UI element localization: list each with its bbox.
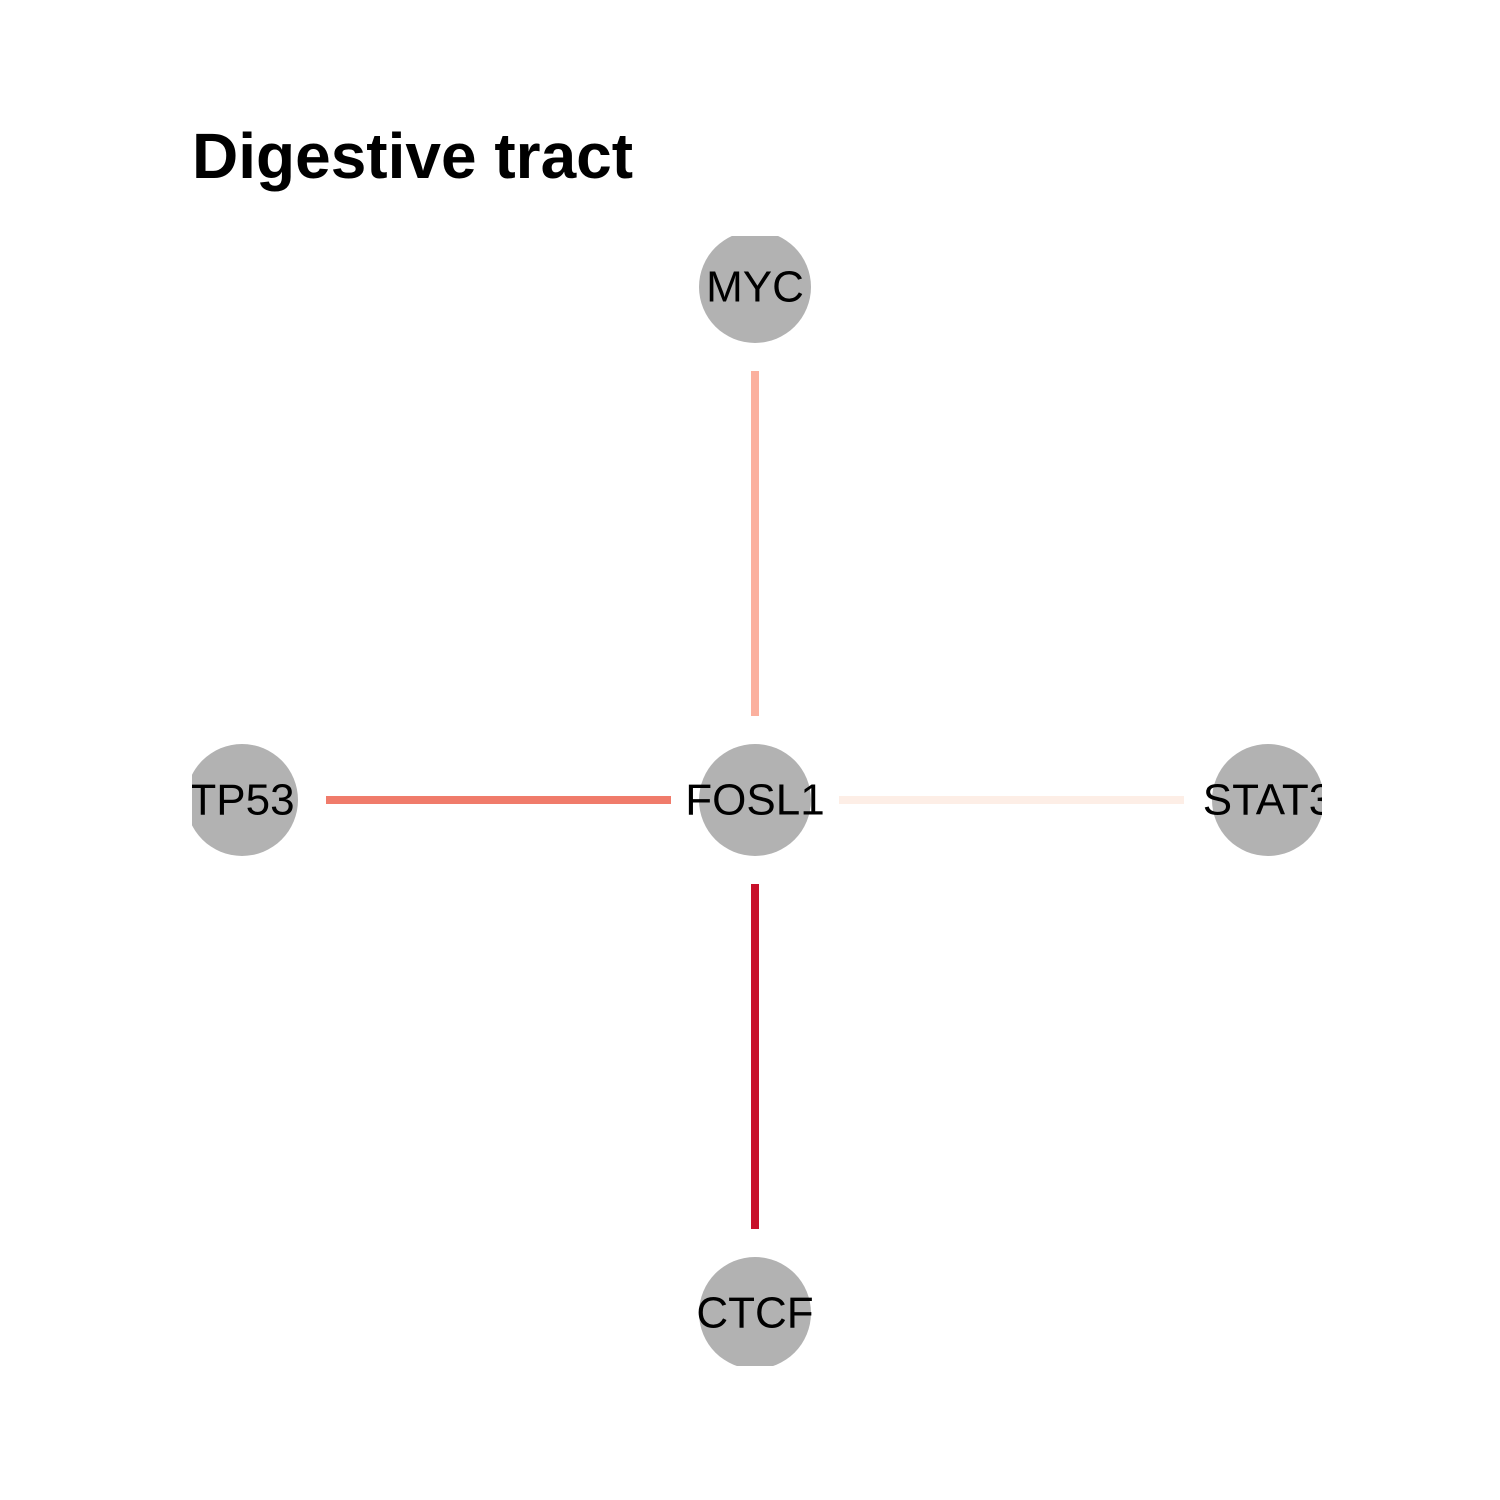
node-label: CTCF [696, 1289, 813, 1338]
node-stat3: STAT3 [1203, 744, 1333, 856]
node-myc: MYC [699, 236, 811, 343]
node-circle [192, 744, 298, 856]
node-fosl1: FOSL1 [685, 744, 825, 856]
node-ctcf: CTCF [696, 1257, 814, 1366]
node-label: FOSL1 [685, 776, 824, 825]
diagram-title: Digestive tract [192, 120, 633, 192]
node-tp53: TP53 [189, 744, 298, 856]
node-label: MYC [706, 263, 804, 312]
node-label: STAT3 [1203, 776, 1333, 825]
node-circle [699, 236, 811, 343]
edge-layer [326, 371, 1184, 1229]
node-circle [1212, 744, 1322, 856]
node-circle [699, 744, 811, 856]
node-circle [699, 1257, 811, 1366]
node-label: TP53 [189, 776, 294, 825]
